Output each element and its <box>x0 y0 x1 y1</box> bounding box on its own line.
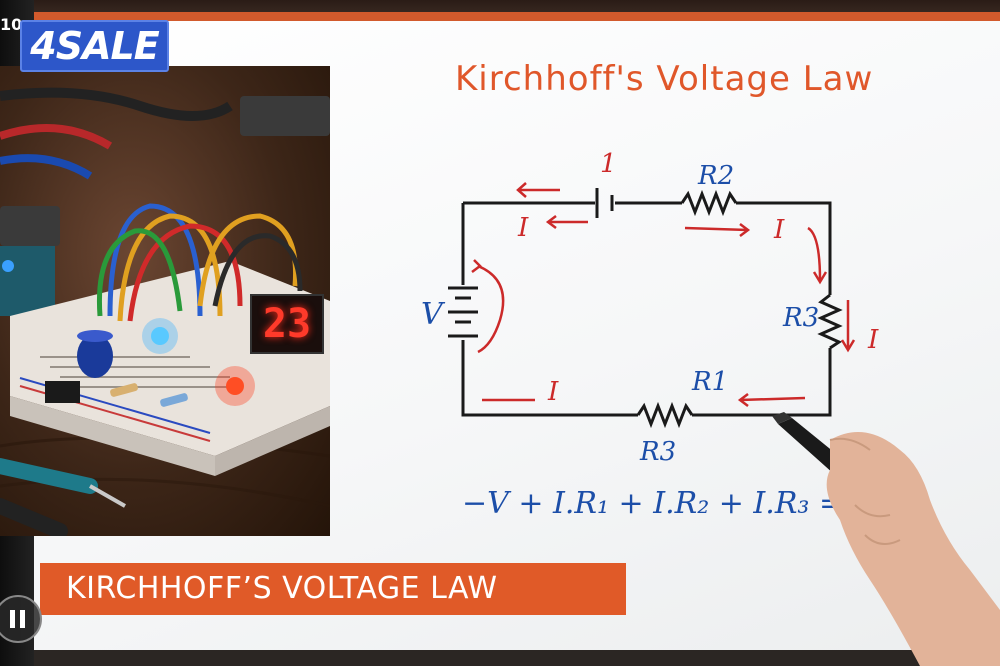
circuit-diagram: V 1 R2 R3 R1 R3 I I I I <box>421 149 879 467</box>
pause-icon-bar <box>20 610 25 628</box>
pause-button[interactable] <box>0 595 42 643</box>
current-label-top-right: I <box>773 215 785 245</box>
resistor-label-right: R3 <box>782 303 819 333</box>
resistor-right <box>817 293 843 350</box>
resistor-label-top: R2 <box>697 161 734 191</box>
seven-segment-display: 23 <box>250 294 324 354</box>
resistor-label-bottom-upper: R1 <box>691 367 728 397</box>
whiteboard-title: Kirchhoff's Voltage Law <box>455 59 874 99</box>
title-banner: KIRCHHOFF’S VOLTAGE LAW <box>40 563 626 615</box>
hand-with-marker <box>772 412 1000 666</box>
source-label: V <box>421 297 446 332</box>
current-label-top-left: I <box>517 213 529 243</box>
pause-icon <box>10 610 15 628</box>
kvl-equation: −V + I.R₁ + I.R₂ + I.R₃ = 0 <box>462 486 842 521</box>
resistor-label-bottom-lower: R3 <box>639 437 676 467</box>
resistor-top <box>680 189 738 217</box>
current-label-bottom: I <box>547 377 559 407</box>
whiteboard-bottom-edge <box>0 650 1000 666</box>
timecode: 10 <box>0 15 23 34</box>
resistor-bottom <box>636 401 694 429</box>
current-label-right: I <box>867 325 879 355</box>
battery-top-label: 1 <box>600 149 617 179</box>
wire-bottom-left <box>461 340 638 417</box>
breadboard-photo: 23 <box>0 66 330 536</box>
wire-bottom-right <box>692 348 832 417</box>
whiteboard-top-edge <box>26 12 1000 21</box>
wire-top-right <box>736 201 832 295</box>
brand-logo: 4SALE <box>20 20 169 72</box>
